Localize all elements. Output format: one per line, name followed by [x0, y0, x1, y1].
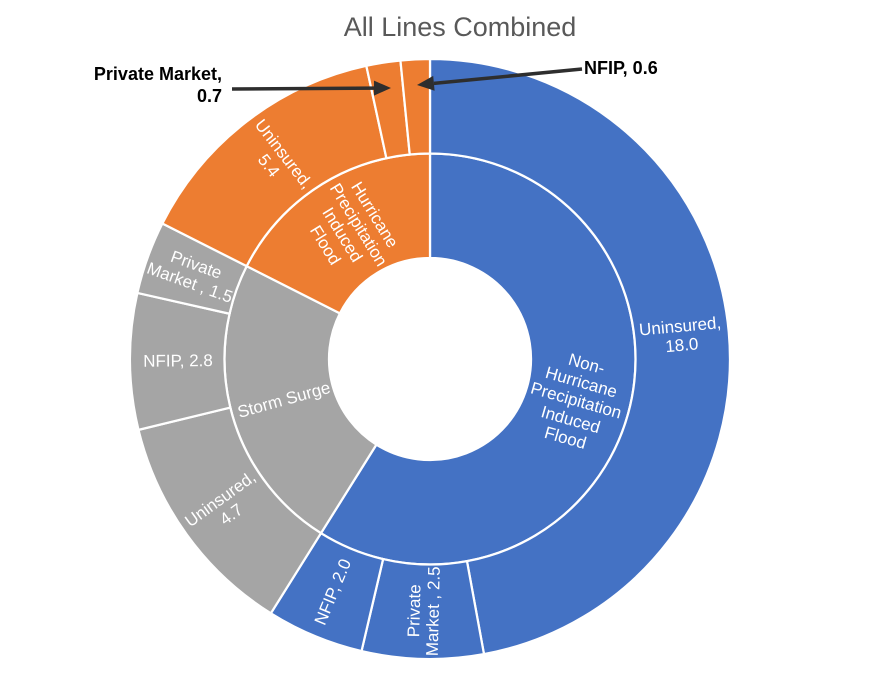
- callout-label-private-market: Private Market, 0.7: [93, 64, 222, 106]
- callout-label-nfip: NFIP, 0.6: [584, 58, 658, 78]
- donut-segment-outer-uninsured-18.0: [428, 57, 732, 656]
- donut-segment-outer-nfip-2.8: [128, 291, 232, 432]
- chart-title: All Lines Combined: [343, 12, 577, 42]
- callout-arrow-private-market: [231, 80, 391, 96]
- callout-arrow-nfip: [417, 67, 583, 91]
